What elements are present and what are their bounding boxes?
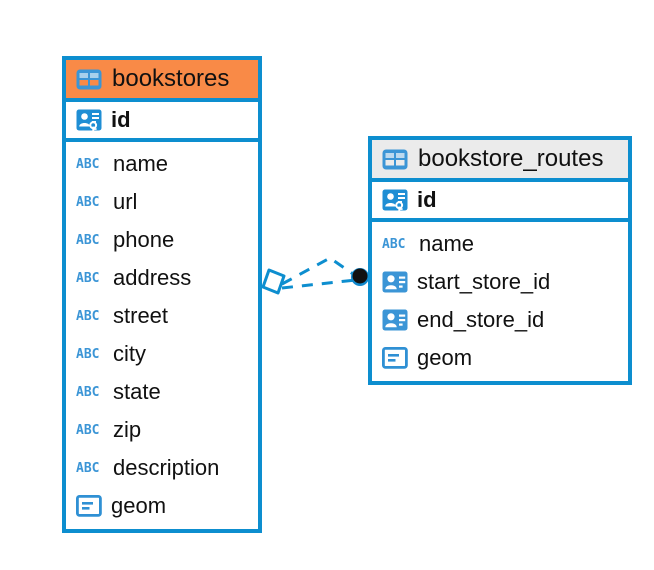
abc-icon: ABC xyxy=(76,232,100,248)
abc-icon: ABC xyxy=(76,460,100,476)
abc-icon: ABC xyxy=(76,194,100,210)
field-row[interactable]: ABC name xyxy=(372,225,628,263)
field-label: description xyxy=(113,455,220,480)
entity-header-bookstore-routes[interactable]: bookstore_routes xyxy=(372,140,628,182)
diamond-marker xyxy=(261,268,286,295)
field-label: name xyxy=(419,231,475,256)
field-label: zip xyxy=(113,417,142,442)
field-label: url xyxy=(113,189,138,214)
field-row[interactable]: ABC url xyxy=(66,183,258,221)
primary-key-icon xyxy=(382,189,408,211)
field-row[interactable]: ABC street xyxy=(66,297,258,335)
field-label: start_store_id xyxy=(417,269,551,294)
field-label: city xyxy=(113,341,146,366)
field-label: id xyxy=(417,187,437,212)
field-label: end_store_id xyxy=(417,307,545,332)
field-list: ABC name start_store_id xyxy=(372,222,628,381)
abc-icon: ABC xyxy=(76,422,100,438)
field-row[interactable]: end_store_id xyxy=(372,301,628,339)
foreign-key-icon xyxy=(382,271,408,293)
entity-header-bookstores[interactable]: bookstores xyxy=(66,60,258,102)
field-row[interactable]: ABC city xyxy=(66,335,258,373)
filled-circle-marker xyxy=(351,268,369,286)
field-row[interactable]: start_store_id xyxy=(372,263,628,301)
field-label: id xyxy=(111,107,131,132)
field-list: ABC name ABC url ABC phone ABC address A… xyxy=(66,142,258,529)
field-row[interactable]: ABC phone xyxy=(66,221,258,259)
primary-key-icon xyxy=(76,109,102,131)
geometry-icon xyxy=(382,347,408,369)
table-icon xyxy=(76,69,102,90)
abc-icon: ABC xyxy=(76,156,100,172)
field-label: phone xyxy=(113,227,175,252)
field-label: name xyxy=(113,151,169,176)
field-row[interactable]: geom xyxy=(66,487,258,525)
field-row[interactable]: ABC zip xyxy=(66,411,258,449)
geometry-icon xyxy=(76,495,102,517)
abc-icon: ABC xyxy=(76,384,100,400)
abc-icon: ABC xyxy=(76,346,100,362)
abc-icon: ABC xyxy=(76,308,100,324)
primary-key-row[interactable]: id xyxy=(372,182,628,222)
field-row[interactable]: ABC description xyxy=(66,449,258,487)
abc-icon: ABC xyxy=(382,236,406,252)
foreign-key-icon xyxy=(382,309,408,331)
field-label: address xyxy=(113,265,192,290)
field-label: geom xyxy=(111,493,167,518)
field-label: street xyxy=(113,303,169,328)
primary-key-row[interactable]: id xyxy=(66,102,258,142)
relationship-line-lower xyxy=(281,278,357,290)
entity-bookstore-routes[interactable]: bookstore_routes id ABC xyxy=(368,136,632,385)
entity-title: bookstores xyxy=(112,65,230,92)
relationship-line-upper xyxy=(281,256,357,286)
field-row[interactable]: ABC address xyxy=(66,259,258,297)
entity-bookstores[interactable]: bookstores id ABC xyxy=(62,56,262,533)
entity-title: bookstore_routes xyxy=(418,145,604,172)
abc-icon: ABC xyxy=(76,270,100,286)
table-icon xyxy=(382,149,408,170)
field-label: geom xyxy=(417,345,473,370)
field-row[interactable]: geom xyxy=(372,339,628,377)
field-row[interactable]: ABC state xyxy=(66,373,258,411)
field-row[interactable]: ABC name xyxy=(66,145,258,183)
field-label: state xyxy=(113,379,161,404)
